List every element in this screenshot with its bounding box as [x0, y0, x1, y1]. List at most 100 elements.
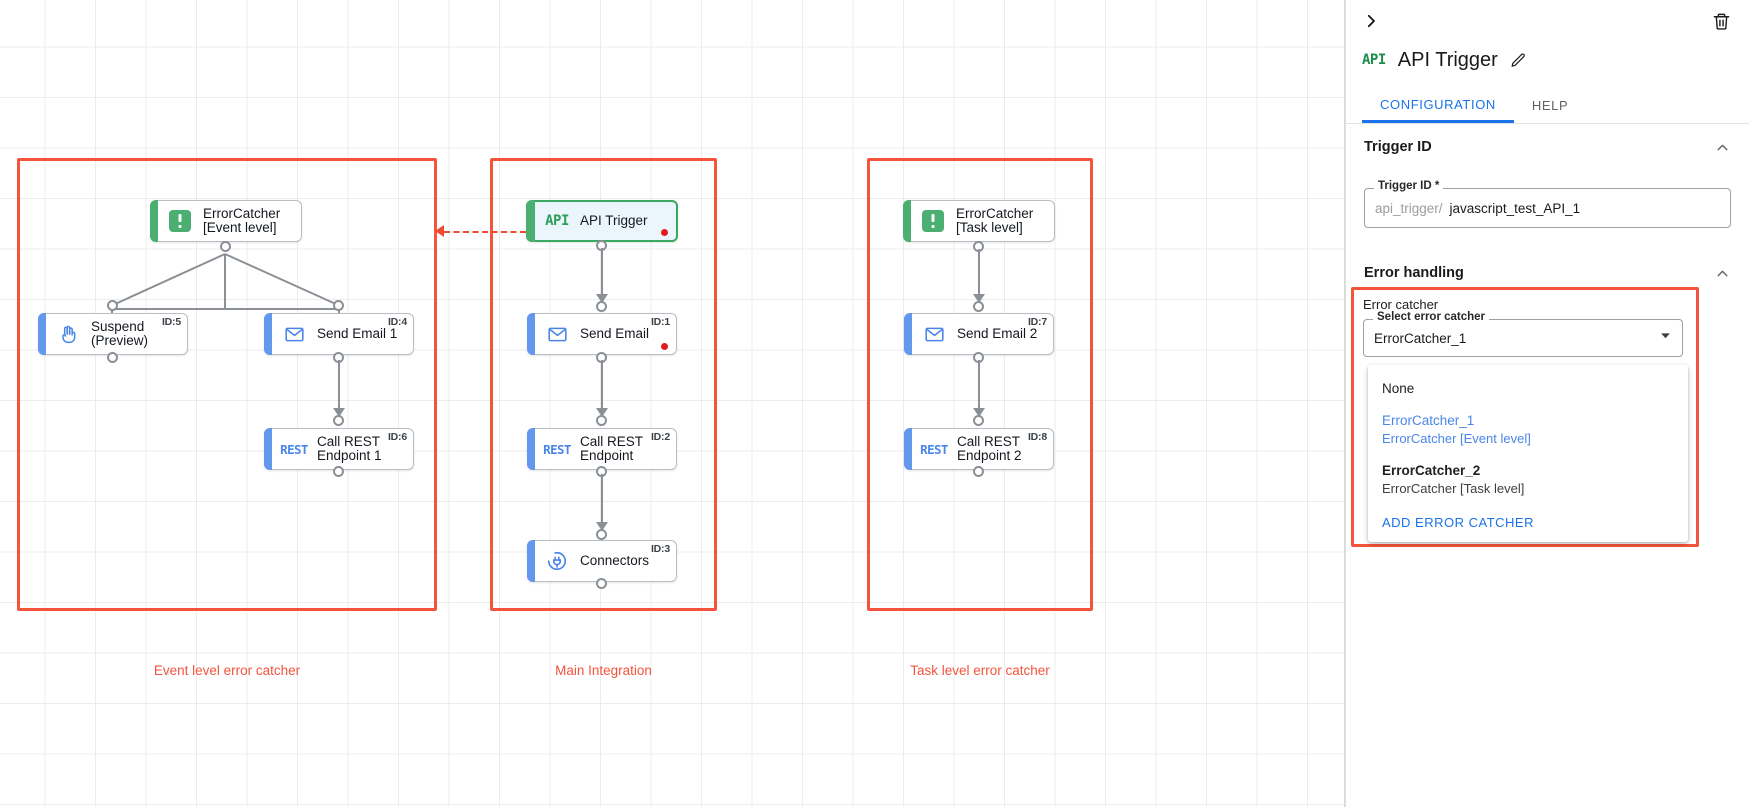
node-port-in-sendemail1[interactable]	[333, 300, 344, 311]
select-error-catcher-value: ErrorCatcher_1	[1374, 330, 1467, 346]
trigger-id-label: Trigger ID *	[1374, 180, 1444, 192]
section-title: Trigger ID	[1364, 139, 1432, 155]
dropdown-option-none[interactable]: None	[1368, 373, 1688, 405]
node-accent-bar	[904, 428, 912, 470]
node-port-out-callrest2[interactable]	[973, 466, 984, 477]
node-accent-bar	[527, 313, 535, 355]
dropdown-option-primary: ErrorCatcher_2	[1382, 463, 1481, 478]
node-title: Send Email 2	[957, 326, 1038, 341]
section-title: Error handling	[1364, 265, 1464, 281]
node-accent-bar	[526, 200, 535, 242]
node-title: Connectors	[580, 553, 650, 568]
tab-help[interactable]: HELP	[1531, 98, 1569, 113]
node-port-in-suspend[interactable]	[107, 300, 118, 311]
connector-arrow	[596, 408, 608, 417]
node-api-trigger[interactable]: API API Trigger	[526, 200, 678, 242]
node-send-email-2[interactable]: Send Email 2 ID:7	[904, 313, 1054, 355]
node-accent-bar	[903, 200, 911, 242]
node-send-email[interactable]: Send Email ID:1	[527, 313, 677, 355]
collapse-panel-chevron-right-icon[interactable]	[1358, 8, 1384, 34]
node-call-rest-endpoint[interactable]: REST Call REST Endpoint ID:2	[527, 428, 677, 470]
error-catcher-link-arrow	[435, 225, 444, 237]
envelope-icon	[921, 321, 947, 347]
node-port-in-connectors[interactable]	[596, 529, 607, 540]
error-catcher-label: Error catcher	[1363, 297, 1439, 312]
error-catcher-dropdown-menu[interactable]: None ErrorCatcher_1 ErrorCatcher [Event …	[1368, 365, 1688, 542]
node-port-in-callrest1[interactable]	[333, 415, 344, 426]
panel-toolbar	[1346, 0, 1749, 42]
connector-arrow	[973, 408, 985, 417]
chevron-down-icon[interactable]	[1659, 329, 1672, 347]
edit-pencil-icon[interactable]	[1510, 52, 1527, 69]
node-id-badge: ID:3	[650, 543, 670, 555]
group-box-task-level	[867, 158, 1093, 611]
rest-icon: REST	[543, 441, 571, 457]
connector-line	[601, 360, 603, 410]
dropdown-option-errorcatcher-2[interactable]: ErrorCatcher_2 ErrorCatcher [Task level]	[1368, 455, 1688, 505]
canvas-divider	[1344, 0, 1345, 807]
hand-icon	[55, 321, 81, 347]
panel-header: API API Trigger	[1346, 42, 1749, 78]
section-header-error-handling[interactable]: Error handling	[1346, 250, 1749, 296]
plug-icon	[544, 548, 570, 574]
envelope-icon	[544, 321, 570, 347]
dropdown-option-secondary: ErrorCatcher [Task level]	[1382, 481, 1525, 496]
node-warning-dot	[661, 343, 668, 350]
page-title: API Trigger	[1397, 48, 1498, 71]
node-errorcatcher-task-level[interactable]: ErrorCatcher [Task level]	[903, 200, 1055, 242]
branch-diagonals	[112, 253, 339, 306]
error-catcher-icon	[920, 208, 946, 234]
node-send-email-1[interactable]: Send Email 1 ID:4	[264, 313, 414, 355]
node-port-in-sendemail[interactable]	[596, 301, 607, 312]
node-title: Send Email 1	[317, 326, 398, 341]
section-header-trigger-id[interactable]: Trigger ID	[1346, 124, 1749, 170]
workflow-canvas[interactable]: Event level error catcher Main Integrati…	[0, 0, 1345, 807]
dropdown-option-errorcatcher-1[interactable]: ErrorCatcher_1 ErrorCatcher [Event level…	[1368, 405, 1688, 455]
node-call-rest-endpoint-2[interactable]: REST Call REST Endpoint 2 ID:8	[904, 428, 1054, 470]
connector-line	[978, 360, 980, 410]
node-port-in-sendemail2[interactable]	[973, 301, 984, 312]
connector-line	[978, 249, 980, 296]
tab-configuration[interactable]: CONFIGURATION	[1362, 88, 1514, 123]
select-error-catcher-field[interactable]: Select error catcher ErrorCatcher_1	[1363, 311, 1683, 357]
node-title: Send Email	[580, 326, 650, 341]
node-accent-bar	[264, 428, 272, 470]
node-id-badge: ID:8	[1027, 431, 1047, 443]
node-id-badge: ID:2	[650, 431, 670, 443]
node-port-in-callrest2[interactable]	[973, 415, 984, 426]
node-title: API Trigger	[580, 213, 648, 228]
add-error-catcher-button[interactable]: ADD ERROR CATCHER	[1382, 515, 1534, 530]
select-error-catcher-control[interactable]: ErrorCatcher_1	[1363, 319, 1683, 357]
trigger-id-prefix: api_trigger/	[1375, 200, 1443, 216]
node-port-in-callrest[interactable]	[596, 415, 607, 426]
node-port-out-suspend[interactable]	[107, 352, 118, 363]
node-call-rest-endpoint-1[interactable]: REST Call REST Endpoint 1 ID:6	[264, 428, 414, 470]
node-accent-bar	[150, 200, 158, 242]
dropdown-option-primary: ErrorCatcher_1	[1382, 413, 1475, 428]
node-accent-bar	[264, 313, 272, 355]
group-label-event-level: Event level error catcher	[153, 663, 301, 678]
node-port-out-connectors[interactable]	[596, 578, 607, 589]
node-suspend[interactable]: Suspend (Preview) ID:5	[38, 313, 188, 355]
connector-line	[601, 248, 603, 296]
connector-line	[601, 474, 603, 524]
node-port-out[interactable]	[220, 241, 231, 252]
connector-arrow	[596, 522, 608, 531]
rest-icon: REST	[280, 441, 308, 457]
node-connectors[interactable]: Connectors ID:3	[527, 540, 677, 582]
trigger-id-field[interactable]: Trigger ID * api_trigger/ javascript_tes…	[1364, 180, 1731, 228]
node-id-badge: ID:4	[387, 316, 407, 328]
node-id-badge: ID:7	[1027, 316, 1047, 328]
node-errorcatcher-event-level[interactable]: ErrorCatcher [Event level]	[150, 200, 302, 242]
chevron-up-icon	[1714, 139, 1731, 156]
node-accent-bar	[527, 540, 535, 582]
delete-trash-icon[interactable]	[1709, 9, 1733, 33]
connector-arrow	[596, 294, 608, 303]
node-id-badge: ID:5	[161, 316, 181, 328]
trigger-id-input[interactable]: api_trigger/ javascript_test_API_1	[1364, 188, 1731, 228]
group-box-main-integration	[490, 158, 717, 611]
details-panel: API API Trigger CONFIGURATION HELP Trigg…	[1345, 0, 1749, 807]
node-port-out-callrest1[interactable]	[333, 466, 344, 477]
node-title: Call REST Endpoint	[580, 434, 644, 463]
connector-arrow	[333, 408, 345, 417]
